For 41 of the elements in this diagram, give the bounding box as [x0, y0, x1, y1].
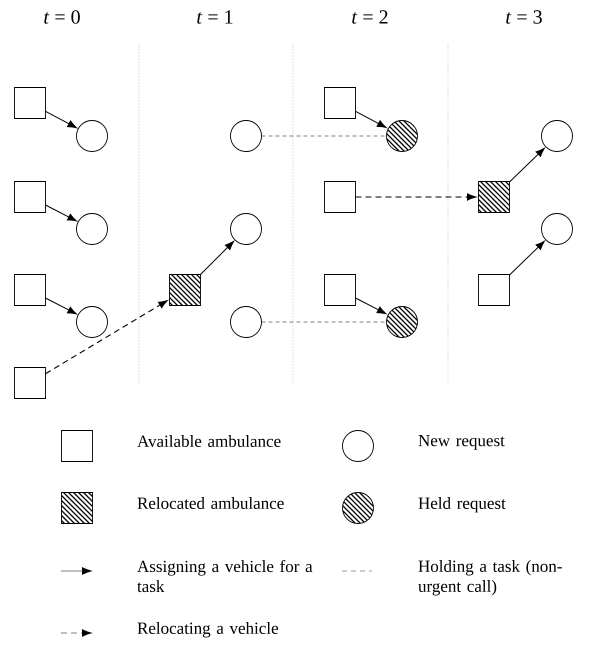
- arrow: [509, 240, 545, 276]
- request-circle: [541, 213, 573, 245]
- held-request-circle: [386, 306, 418, 338]
- ambulance-square: [478, 274, 510, 306]
- arrow: [45, 204, 77, 222]
- ambulance-square: [324, 87, 356, 119]
- ambulance-square: [14, 181, 46, 213]
- request-circle: [541, 120, 573, 152]
- legend-text: Available ambulance: [137, 435, 281, 447]
- time-label: t = 0: [44, 10, 80, 24]
- request-circle: [230, 120, 262, 152]
- arrow: [356, 193, 476, 201]
- legend-text: Relocated ambulance: [137, 497, 284, 509]
- time-label: t = 1: [197, 10, 232, 24]
- arrow: [45, 300, 168, 374]
- time-label: t = 3: [506, 10, 542, 24]
- arrow: [45, 110, 77, 128]
- time-label: t = 2: [352, 10, 388, 24]
- request-circle: [230, 213, 262, 245]
- legend-text: New request: [418, 435, 505, 450]
- legend-text: Held request: [418, 497, 506, 512]
- legend-text: Holding a task (non-urgent call): [418, 560, 562, 596]
- ambulance-square: [14, 367, 46, 399]
- arrow: [45, 298, 77, 314]
- arrow: [355, 110, 386, 128]
- arrow: [509, 148, 545, 182]
- request-circle: [76, 306, 108, 338]
- request-circle: [76, 120, 108, 152]
- ambulance-square: [324, 181, 356, 213]
- relocated-ambulance-square: [478, 181, 510, 213]
- relocated-ambulance-square: [169, 274, 201, 306]
- ambulance-square: [14, 274, 46, 306]
- ambulance-square: [14, 87, 46, 119]
- arrow: [355, 298, 386, 314]
- legend-text: Assigning a vehicle for a task: [137, 560, 312, 592]
- legend-text: Relocating a vehicle: [137, 622, 278, 638]
- request-circle: [230, 306, 262, 338]
- arrow: [200, 240, 234, 275]
- request-circle: [76, 213, 108, 245]
- ambulance-square: [324, 274, 356, 306]
- held-request-circle: [386, 120, 418, 152]
